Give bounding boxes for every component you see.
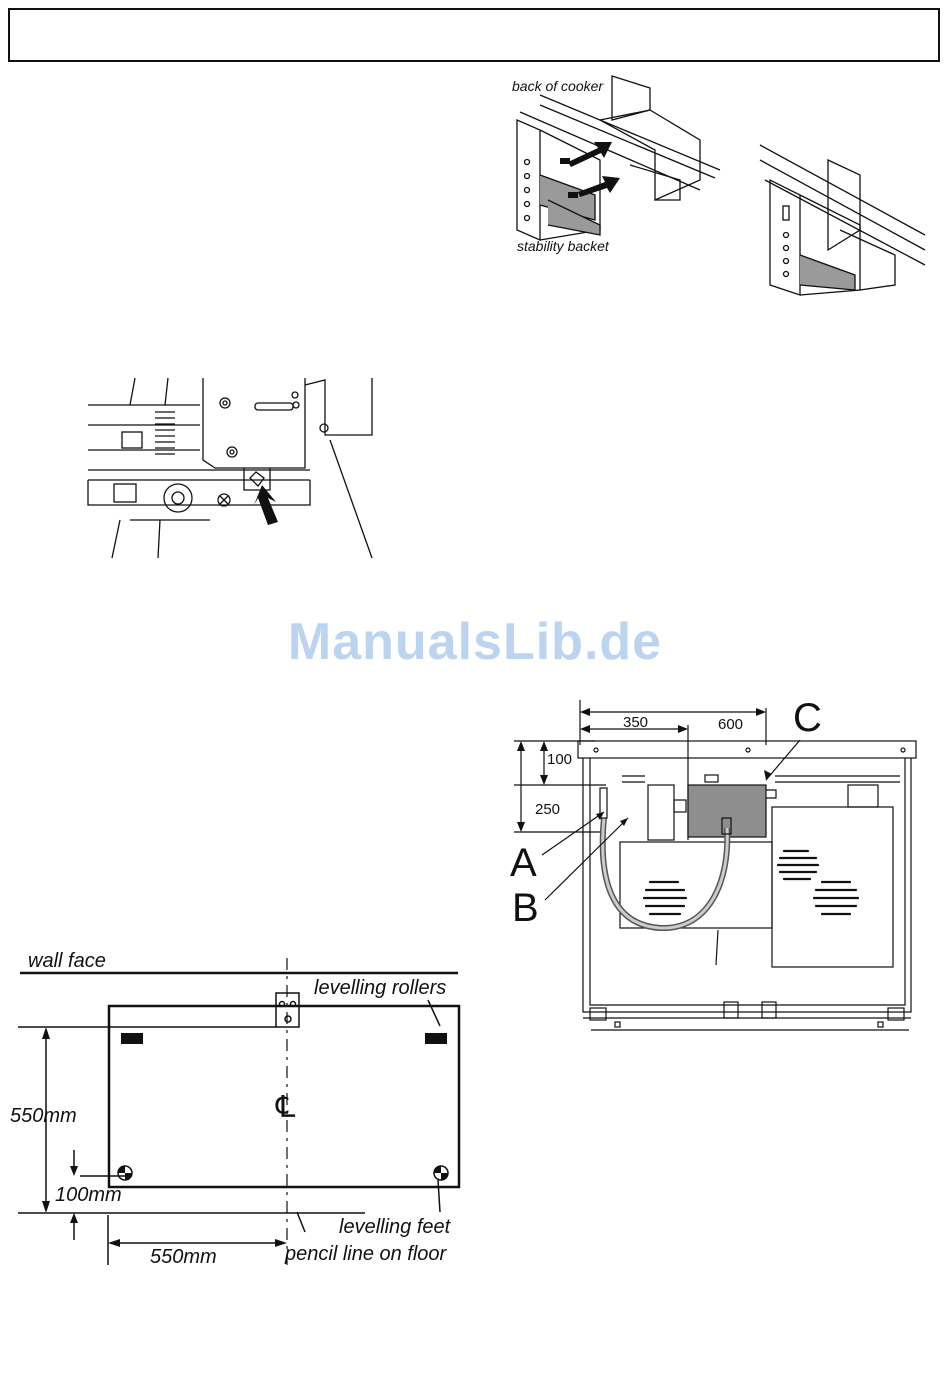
floor-plan-drawing — [0, 0, 950, 1300]
